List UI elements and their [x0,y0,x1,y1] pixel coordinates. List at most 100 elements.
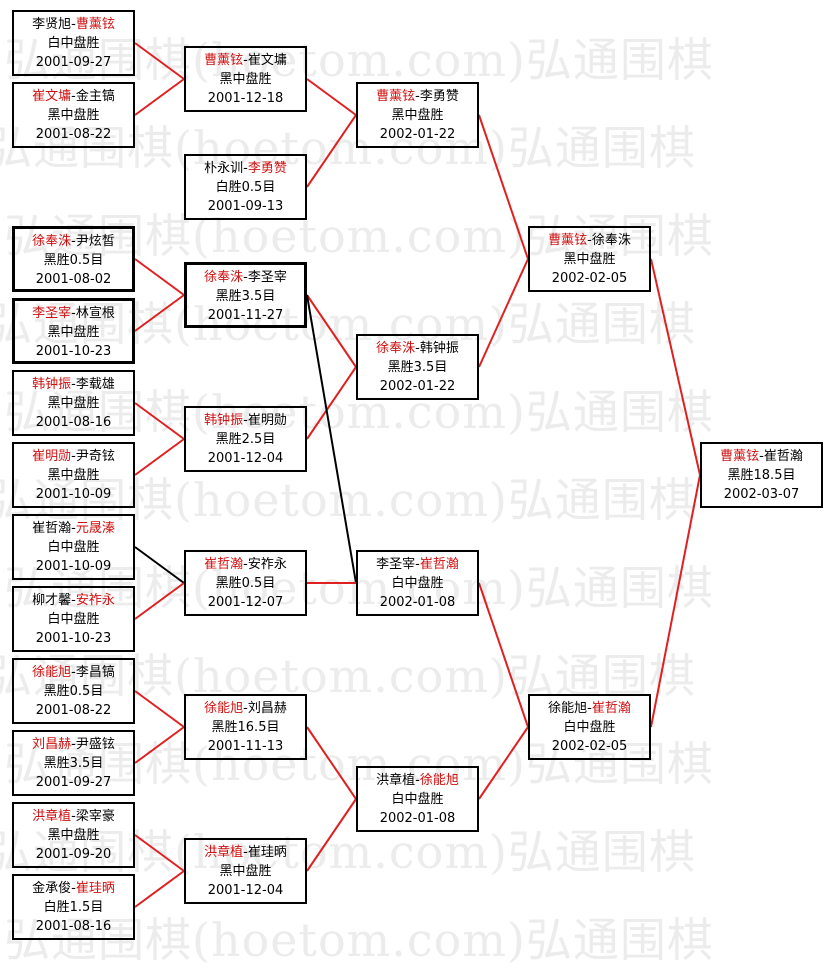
connector-line [134,834,185,872]
match-result: 黑中盘胜 [47,325,100,340]
match-players: 徐能旭-崔哲瀚 [530,699,649,718]
match-date: 2001-08-02 [35,272,112,287]
vs-separator: - [759,449,764,464]
match-result: 白中盘胜 [47,36,100,51]
player-two: 尹炫皙 [75,234,115,249]
player-one: 韩钟振 [32,377,72,392]
player-one: 李圣宰 [32,306,72,321]
connector-line [134,42,185,80]
player-two: 李勇赞 [247,161,287,176]
match-players: 崔哲瀚-元晟溱 [14,519,133,538]
match-result: 白中盘胜 [391,792,444,807]
player-one: 李圣宰 [376,557,416,572]
match-result: 黑胜16.5目 [211,720,280,735]
vs-separator: - [71,881,76,896]
match-date: 2001-11-13 [207,739,284,754]
match-result: 白中盘胜 [47,540,100,555]
connector-line [650,474,701,728]
match-result: 黑中盘胜 [47,108,100,123]
player-one: 曹薰铉 [376,89,416,104]
connector-line [306,294,357,368]
vs-separator: - [243,557,248,572]
match-players: 崔文墉-金主镐 [14,87,133,106]
match-result: 白胜1.5目 [43,900,104,915]
match-date: 2001-12-04 [207,883,284,898]
vs-separator: - [243,270,248,285]
match-result: 黑胜3.5目 [215,289,276,304]
match-players: 洪章植-徐能旭 [358,771,477,790]
vs-separator: - [243,53,248,68]
player-one: 徐奉洙 [376,341,416,356]
player-one: 柳才馨 [32,593,72,608]
connector-line [306,798,357,872]
match-result: 黑胜0.5目 [43,253,104,268]
match-players: 李圣宰-崔哲瀚 [358,555,477,574]
player-one: 徐奉洙 [204,270,244,285]
player-two: 徐能旭 [419,773,459,788]
vs-separator: - [71,737,76,752]
player-two: 李圣宰 [247,270,287,285]
vs-separator: - [415,89,420,104]
match-result: 白中盘胜 [47,612,100,627]
connector-line [478,114,529,260]
match-players: 徐能旭-刘昌赫 [186,699,305,718]
match-date: 2001-10-23 [35,631,112,646]
match-players: 曹薰铉-崔哲瀚 [702,447,821,466]
player-one: 徐能旭 [204,701,244,716]
player-one: 朴永训 [204,161,244,176]
match-players: 韩钟振-崔明勋 [186,411,305,430]
vs-separator: - [243,845,248,860]
connector-line [134,78,185,116]
player-two: 梁宰豪 [75,809,115,824]
match-result: 黑胜18.5目 [727,468,796,483]
player-one: 李贤旭 [32,17,72,32]
player-one: 刘昌赫 [32,737,72,752]
player-one: 金承俊 [32,881,72,896]
connector-line [134,258,185,296]
player-two: 李载雄 [75,377,115,392]
match-players: 洪章植-梁宰豪 [14,807,133,826]
vs-separator: - [587,701,592,716]
vs-separator: - [71,17,76,32]
connector-line [134,402,185,440]
match-result: 黑中盘胜 [219,72,272,87]
match-box[interactable]: 徐能旭-刘昌赫黑胜16.5目 2001-11-13 [184,694,307,760]
connector-line [306,366,357,440]
match-players: 崔哲瀚-安祚永 [186,555,305,574]
vs-separator: - [71,377,76,392]
vs-separator: - [71,665,76,680]
match-date: 2002-02-05 [551,739,628,754]
vs-separator: - [243,701,248,716]
connector-line [134,870,185,908]
vs-separator: - [71,449,76,464]
vs-separator: - [415,773,420,788]
player-one: 徐能旭 [548,701,588,716]
player-two: 崔珪昞 [247,845,287,860]
match-result: 黑胜3.5目 [387,360,448,375]
